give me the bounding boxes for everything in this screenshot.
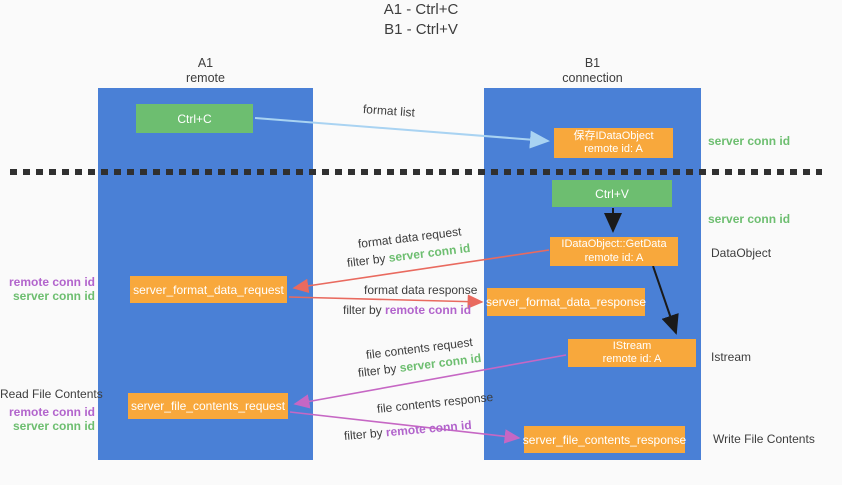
save-idataobject-line2: remote id: A: [584, 143, 643, 155]
left-remote-conn-id: remote conn id: [8, 275, 95, 289]
server-format-data-request-node: server_format_data_request: [130, 276, 287, 303]
server-format-data-response-label: server_format_data_response: [485, 295, 647, 309]
save-idataobject-line1: 保存IDataObject: [573, 129, 654, 142]
write-file-contents-label: Write File Contents: [713, 432, 815, 446]
filter-by-text: filter by: [357, 361, 398, 380]
right-lane-role: connection: [562, 71, 623, 85]
filter-by-remote-conn-id-label-1: filter by remote conn id: [343, 303, 471, 317]
right-lane-name: B1: [584, 56, 601, 70]
remote-conn-id-text: remote conn id: [385, 417, 473, 440]
left-lane-name: A1: [197, 56, 214, 70]
right-server-conn-id-top: server conn id: [708, 134, 791, 148]
getdata-line2: remote id: A: [584, 251, 644, 264]
dashed-separator-line: [10, 169, 822, 175]
right-lane-header: B1 connection: [484, 56, 701, 86]
ctrl-c-node: Ctrl+C: [136, 104, 253, 133]
getdata-line1: IDataObject::GetData: [561, 238, 667, 250]
save-idataobject-node: 保存IDataObject remote id: A: [554, 128, 673, 158]
server-file-contents-request-label: server_file_contents_request: [130, 399, 286, 413]
ctrl-v-label: Ctrl+V: [595, 186, 629, 201]
server-file-contents-response-label: server_file_contents_response: [522, 432, 687, 447]
filter-by-remote-conn-id-label-2: filter by remote conn id: [343, 418, 472, 443]
istream-line1: IStream: [612, 339, 652, 352]
filter-by-text: filter by: [343, 303, 382, 317]
istream-node: IStream remote id: A: [568, 339, 696, 367]
remote-conn-id-text: remote conn id: [385, 303, 472, 317]
left-conn-id-group-bottom: remote conn id server conn id: [0, 405, 95, 433]
ctrl-c-label: Ctrl+C: [177, 111, 212, 126]
left-conn-id-group-top: remote conn id server conn id: [0, 275, 95, 303]
left-lane-role: remote: [186, 71, 225, 85]
left-server-conn-id: server conn id: [12, 289, 95, 303]
format-data-response-label: format data response: [364, 283, 478, 297]
left-remote-conn-id-2: remote conn id: [8, 405, 95, 419]
server-format-data-response-node: server_format_data_response: [485, 288, 647, 316]
getdata-node: IDataObject::GetData remote id: A: [550, 237, 678, 266]
diagram-title: A1 - Ctrl+C B1 - Ctrl+V: [0, 0, 842, 40]
format-data-response-arrow: [288, 294, 484, 309]
file-contents-response-label: file contents response: [376, 389, 494, 416]
title-line-a1: A1 - Ctrl+C: [383, 1, 459, 18]
server-format-data-request-label: server_format_data_request: [133, 282, 284, 297]
left-lane-header: A1 remote: [98, 56, 313, 86]
dataobject-label: DataObject: [711, 246, 772, 260]
format-list-label: format list: [362, 102, 416, 120]
title-line-b1: B1 - Ctrl+V: [384, 21, 458, 38]
filter-by-text: filter by: [346, 251, 387, 270]
left-server-conn-id-2: server conn id: [12, 419, 95, 433]
right-server-conn-id-mid: server conn id: [708, 212, 791, 226]
server-file-contents-request-node: server_file_contents_request: [128, 393, 288, 419]
server-file-contents-response-node: server_file_contents_response: [522, 426, 687, 453]
ctrl-v-node: Ctrl+V: [552, 180, 672, 207]
read-file-contents-label: Read File Contents: [0, 387, 103, 401]
istream-line2: remote id: A: [602, 353, 662, 365]
filter-by-text: filter by: [343, 425, 384, 443]
istream-side-label: Istream: [711, 350, 752, 364]
